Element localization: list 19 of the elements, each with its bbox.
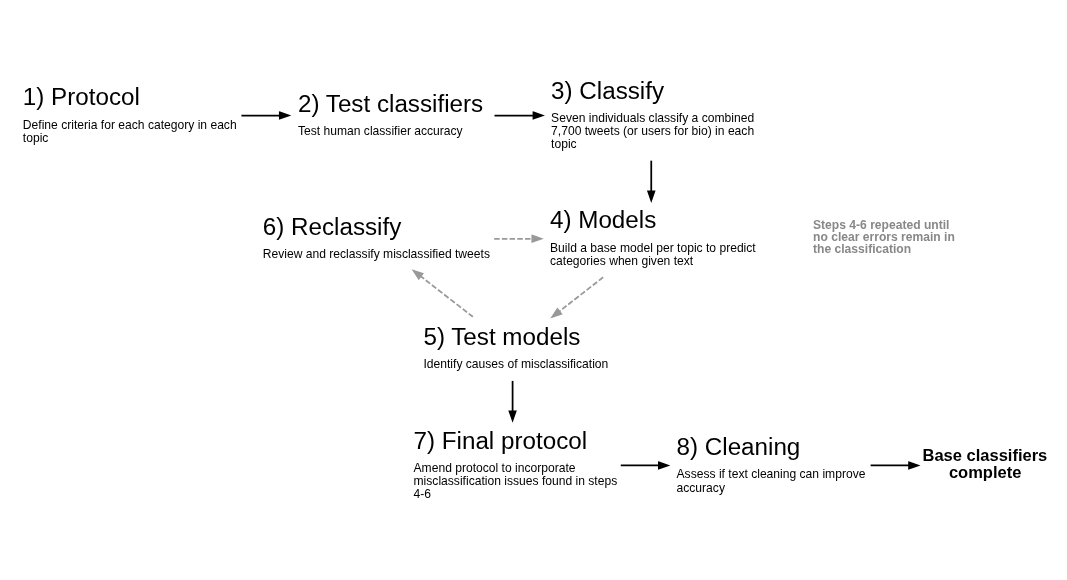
arrow [869, 460, 921, 470]
node-text: 1) Protocol Define criteria for each category in each topic [22, 82, 237, 145]
arrow [240, 110, 292, 120]
node-text: 4) Models Build a base model per topic to predict categories when given text [550, 205, 756, 268]
node-text: 3) Classify Seven individuals classify a combined 7,700 tweets (or users for bio) in each topic [551, 76, 755, 151]
node-text: 7) Final protocol Amend protocol to incorporate misclassification issues found in steps 4-6 [413, 426, 618, 501]
arrow [646, 159, 656, 203]
node-text: 5) Test models Identify causes of misclassification [423, 322, 609, 371]
arrow [508, 379, 517, 423]
node-text: 8) Cleaning Assess if text cleaning can improve accuracy [676, 432, 866, 495]
arrow [550, 275, 604, 318]
node-text: 2) Test classifiers Test human classifier accuracy [298, 89, 484, 138]
label: Steps 4-6 repeated until no clear errors remain in the classification [813, 217, 955, 256]
arrow [493, 110, 545, 120]
node-text: 6) Reclassify Review and reclassify misclassified tweets [262, 212, 490, 261]
arrow [411, 268, 474, 318]
node-text: Base classifiers complete [922, 445, 1048, 481]
arrow [493, 233, 544, 243]
arrow [619, 460, 671, 470]
